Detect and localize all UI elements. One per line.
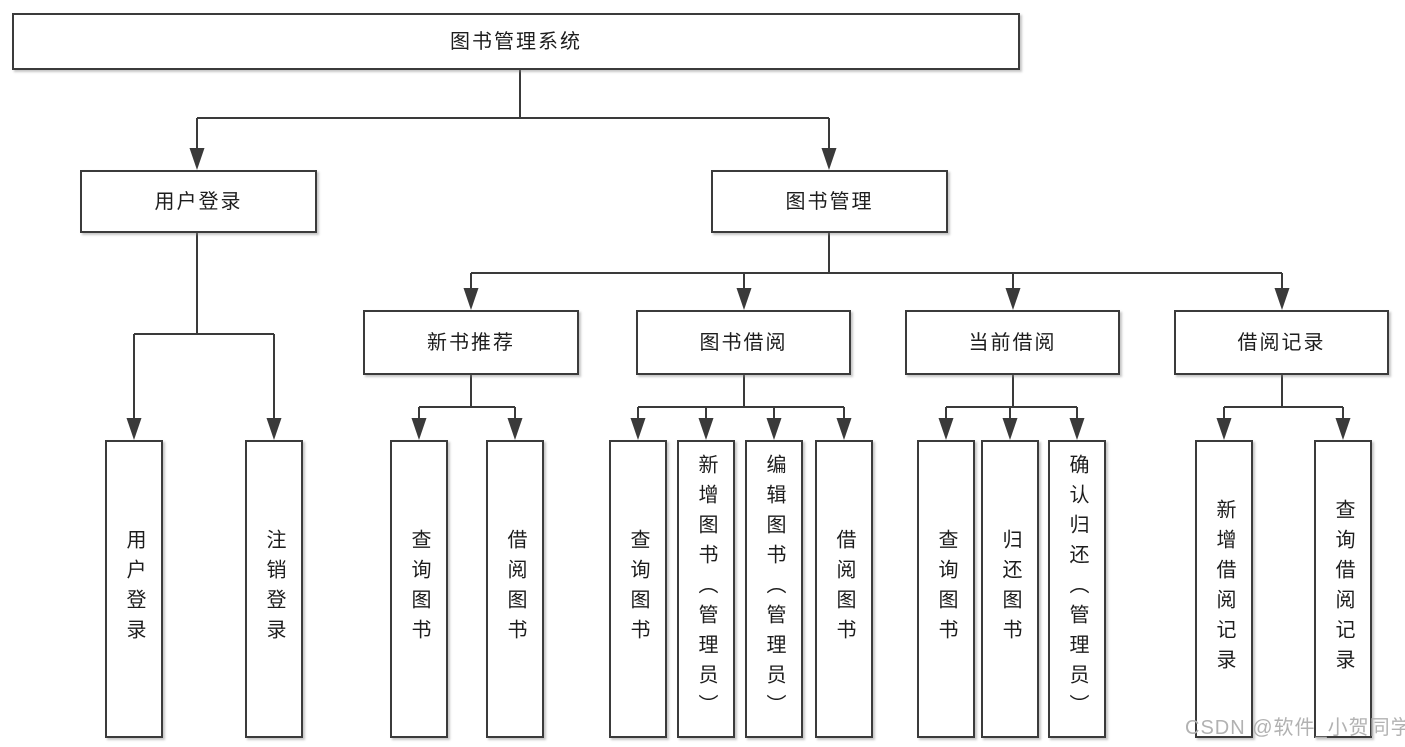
node-leaf-br-add-record: 新增借阅记录 [1195, 440, 1253, 738]
node-book-management: 图书管理 [711, 170, 948, 233]
node-user-login: 用户登录 [80, 170, 317, 233]
node-leaf-bb-add-books-admin: 新增图书（管理员） [677, 440, 735, 738]
node-leaf-bb-edit-books-admin: 编辑图书（管理员） [745, 440, 803, 738]
node-leaf-bb-query-books: 查询图书 [609, 440, 667, 738]
node-leaf-nb-borrow-books: 借阅图书 [486, 440, 544, 738]
node-root-system: 图书管理系统 [12, 13, 1020, 70]
node-borrow-records: 借阅记录 [1174, 310, 1389, 375]
node-book-borrow: 图书借阅 [636, 310, 851, 375]
node-leaf-user-login: 用户登录 [105, 440, 163, 738]
node-leaf-cb-confirm-return-admin: 确认归还（管理员） [1048, 440, 1106, 738]
node-current-borrow: 当前借阅 [905, 310, 1120, 375]
node-leaf-logout: 注销登录 [245, 440, 303, 738]
node-leaf-bb-borrow-books: 借阅图书 [815, 440, 873, 738]
csdn-watermark: CSDN @软件_小贺同学 [1185, 717, 1405, 739]
node-leaf-br-query-record: 查询借阅记录 [1314, 440, 1372, 738]
node-new-book-recommend: 新书推荐 [363, 310, 579, 375]
node-leaf-nb-query-books: 查询图书 [390, 440, 448, 738]
node-leaf-cb-return-books: 归还图书 [981, 440, 1039, 738]
node-leaf-cb-query-books: 查询图书 [917, 440, 975, 738]
